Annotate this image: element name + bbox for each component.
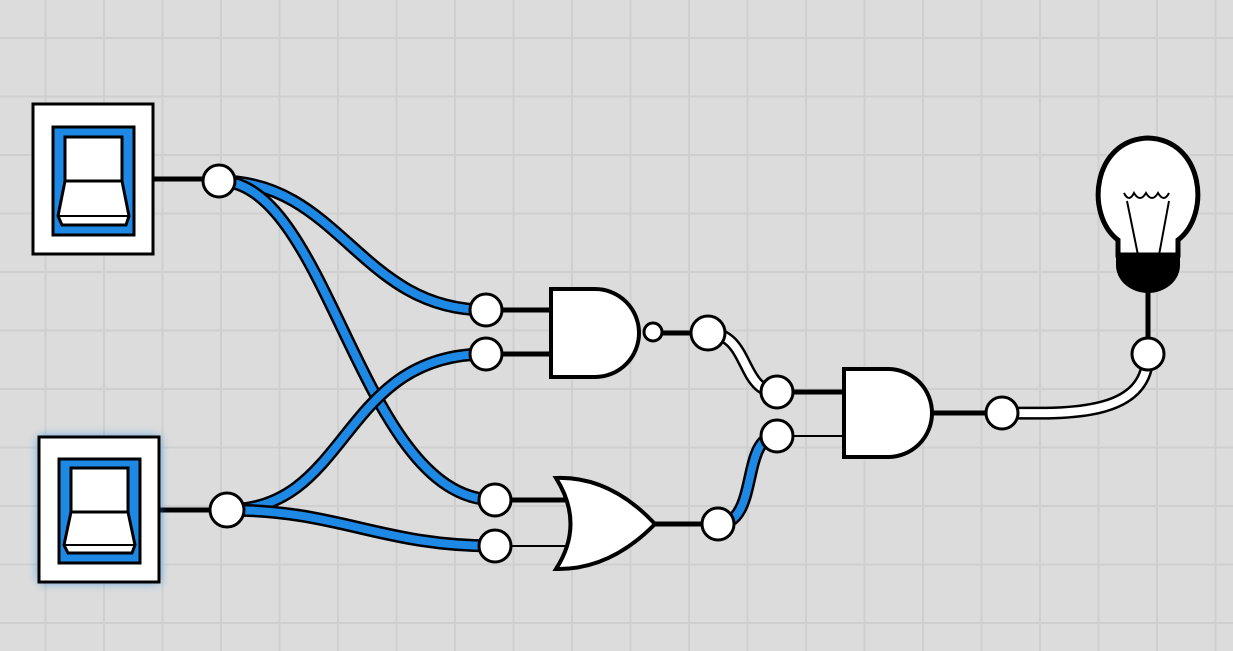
- or-gate[interactable]: [552, 475, 658, 572]
- toggle-lever-icon: [56, 135, 131, 227]
- wire-switch1-or[interactable]: [212, 174, 502, 507]
- switch-2[interactable]: [37, 435, 161, 584]
- wire-switch2-or[interactable]: [220, 503, 502, 553]
- and-input-pin-b[interactable]: [759, 418, 795, 454]
- wire-switch2-nand[interactable]: [220, 347, 493, 517]
- and-gate[interactable]: [842, 367, 934, 459]
- pin-stubs-thin: [509, 435, 845, 547]
- nand-input-pin-b[interactable]: [468, 336, 504, 372]
- switch-1[interactable]: [31, 102, 155, 256]
- toggle-lever-icon: [62, 466, 137, 555]
- wire-and-bulb[interactable]: [995, 347, 1155, 420]
- or-output-pin[interactable]: [700, 506, 736, 542]
- bulb-input-pin[interactable]: [1130, 336, 1166, 372]
- pin-stubs: [153, 176, 1151, 527]
- nand-input-pin-a[interactable]: [468, 292, 504, 328]
- wire-switch1-nand[interactable]: [212, 174, 493, 317]
- switch2-output-pin[interactable]: [208, 491, 246, 529]
- or-input-pin-a[interactable]: [477, 482, 513, 518]
- switch1-output-pin[interactable]: [201, 163, 237, 199]
- nand-output-pin[interactable]: [689, 314, 727, 352]
- and-input-pin-a[interactable]: [759, 374, 795, 410]
- nand-gate[interactable]: [549, 287, 664, 379]
- light-bulb-icon[interactable]: [1095, 135, 1201, 293]
- and-output-pin[interactable]: [984, 395, 1020, 431]
- inverter-bubble: [642, 321, 664, 343]
- or-input-pin-b[interactable]: [477, 528, 513, 564]
